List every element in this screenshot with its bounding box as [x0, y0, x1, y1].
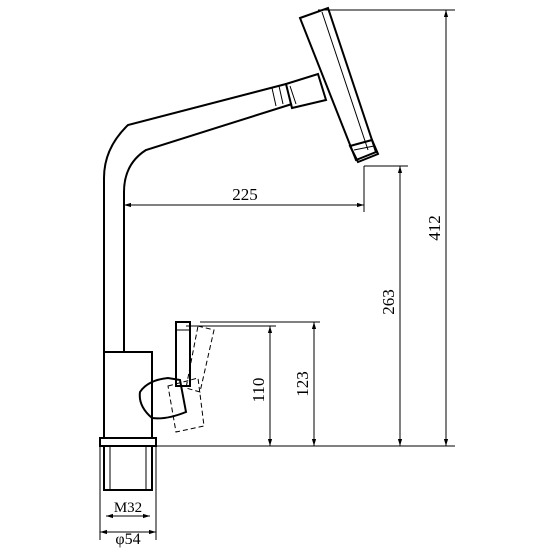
lever-handle	[175, 321, 191, 387]
dim-label-lever-top-height: 123	[293, 371, 312, 397]
base-ring	[99, 437, 157, 447]
spout-tube	[103, 83, 293, 352]
threaded-shank	[103, 445, 153, 491]
dim-label-lever-height: 110	[249, 378, 268, 403]
dimension-lines	[99, 9, 455, 540]
dim-label-base-diameter: φ54	[115, 531, 140, 548]
lever-hub	[138, 376, 188, 420]
dim-label-spout-height: 263	[379, 289, 398, 315]
dim-label-total-height: 412	[425, 215, 444, 241]
dim-label-reach: 225	[232, 185, 258, 204]
aerator-head	[298, 6, 380, 164]
faucet-outline	[99, 6, 380, 491]
spout-coupling	[271, 72, 328, 110]
dim-label-thread: M32	[114, 500, 142, 516]
lever-handle-open-position	[167, 325, 215, 433]
faucet-body	[103, 351, 153, 439]
